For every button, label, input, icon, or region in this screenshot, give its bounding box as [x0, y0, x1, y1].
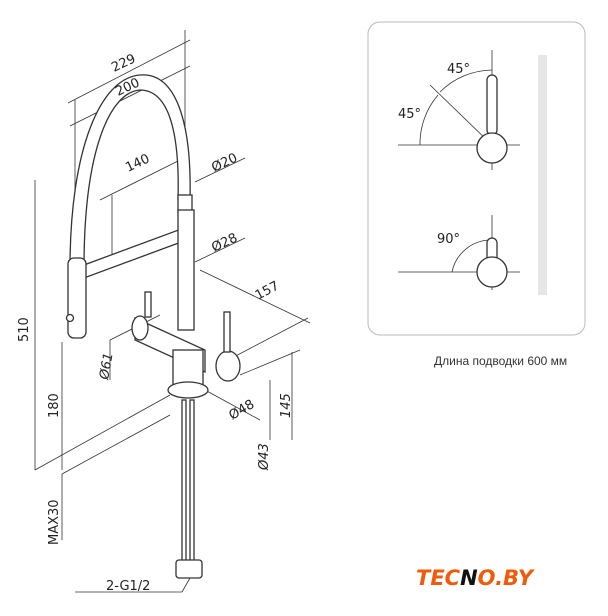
dim-510: 510 — [17, 317, 32, 342]
angle-label-bottom: 90° — [437, 232, 460, 247]
dim-max30: MAX30 — [47, 499, 62, 545]
dim-d61: Ø61 — [97, 352, 117, 382]
dim-g12: 2-G1/2 — [106, 579, 150, 594]
angle-label-top-right: 45° — [447, 62, 470, 77]
hose-length-caption: Длина подводки 600 мм — [434, 354, 568, 368]
tecno-logo: TECNO.BY — [416, 566, 533, 590]
angle-label-top-left: 45° — [398, 107, 421, 122]
faucet-body — [65, 74, 241, 579]
dim-d48: Ø48 — [227, 397, 258, 423]
dim-229: 229 — [109, 52, 138, 76]
logo-part-3: O.BY — [477, 566, 534, 590]
dim-180: 180 — [47, 393, 62, 418]
dim-d20: Ø20 — [209, 151, 240, 176]
dim-157: 157 — [253, 279, 282, 304]
dim-140: 140 — [123, 152, 152, 176]
dim-d43: Ø43 — [257, 443, 272, 471]
dim-145: 145 — [279, 393, 294, 418]
logo-part-1: TEC — [416, 566, 461, 590]
dim-d28: Ø28 — [209, 231, 240, 256]
logo-part-2: N — [460, 566, 478, 590]
handle-angle-panel — [367, 21, 586, 336]
dimension-lines — [34, 30, 311, 593]
